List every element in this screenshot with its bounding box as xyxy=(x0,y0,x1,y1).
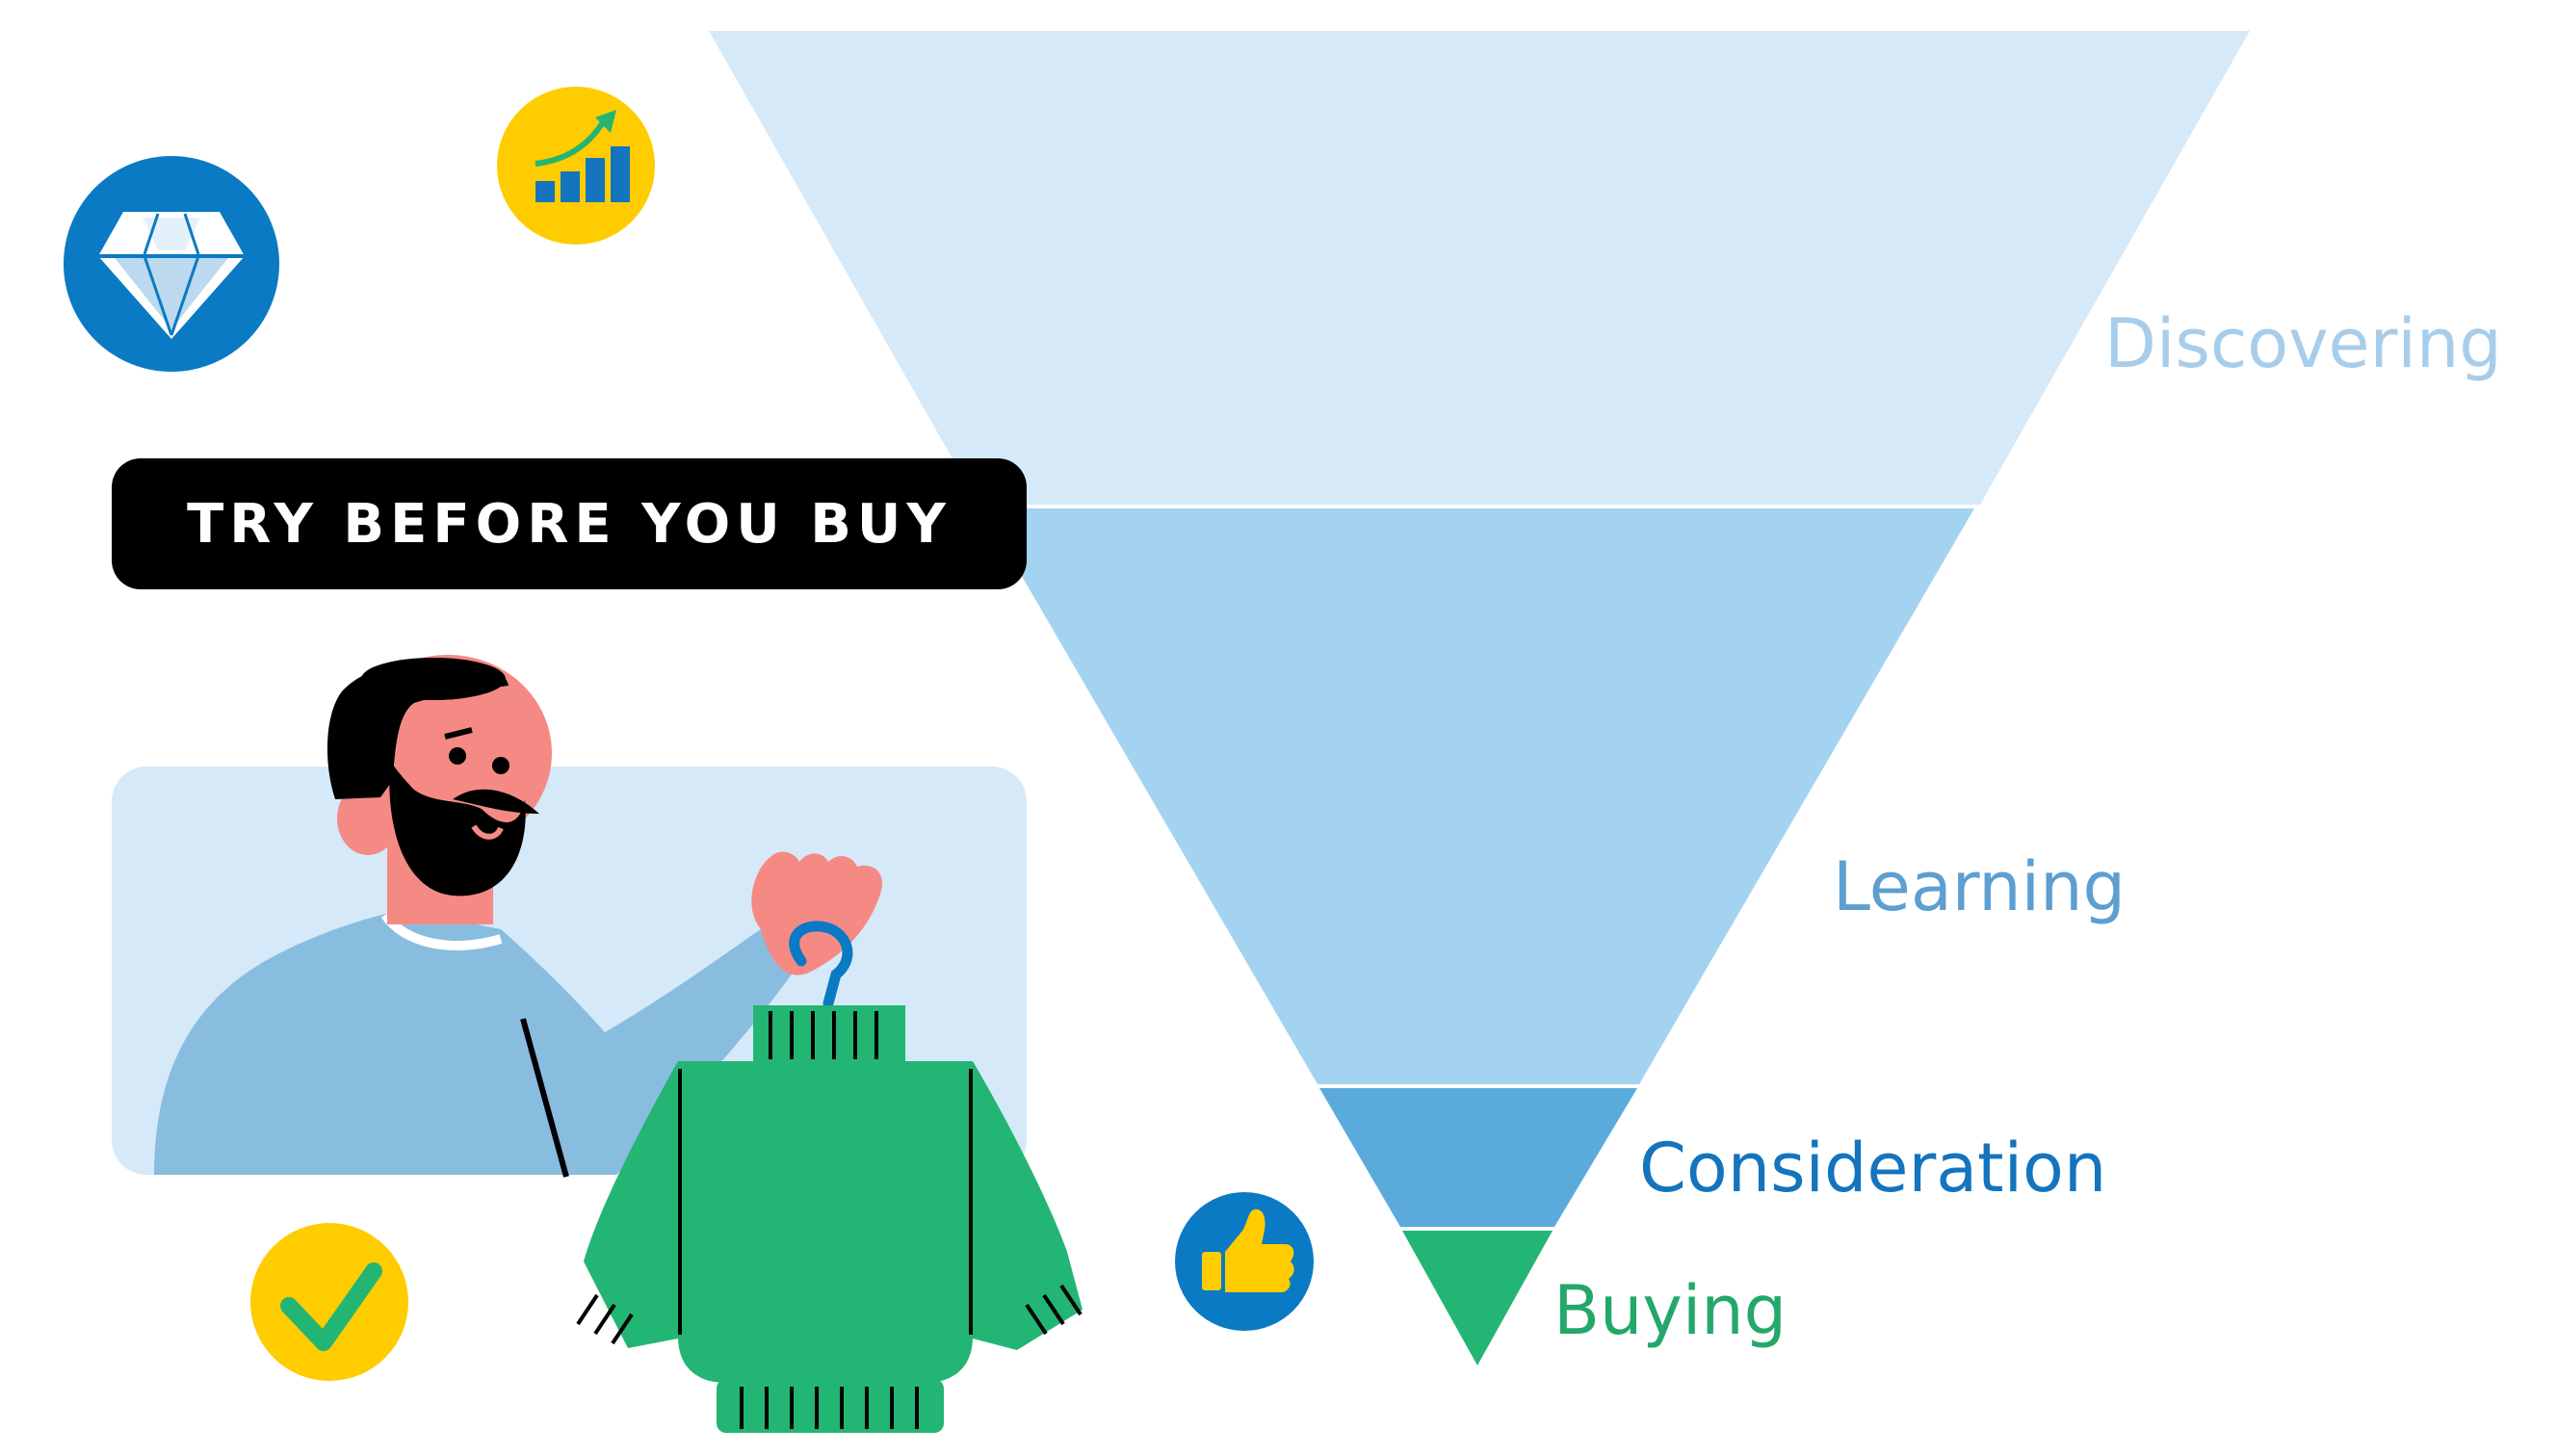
sweater-waistband xyxy=(717,1379,944,1433)
funnel-stage-buying xyxy=(1402,1231,1553,1365)
hanger-hook xyxy=(789,921,853,1009)
man-figure xyxy=(154,655,882,1178)
try-before-you-buy-banner: TRY BEFORE YOU BUY xyxy=(112,458,1027,589)
funnel-stage-discovering xyxy=(709,31,2250,505)
man-eye xyxy=(449,747,466,765)
man-shirt xyxy=(154,910,799,1175)
growth-chart-icon xyxy=(535,110,630,202)
sweater-ribbing xyxy=(576,1011,1083,1429)
sweater-body xyxy=(678,1061,973,1383)
sweater-on-hanger xyxy=(576,921,1083,1433)
sweater-collar xyxy=(753,1005,905,1063)
funnel-stage-learning xyxy=(982,508,1974,1084)
stage-label-learning: Learning xyxy=(1833,847,2126,926)
sweater-sleeve-right xyxy=(973,1061,1083,1350)
funnel-stage-consideration xyxy=(1319,1088,1637,1227)
check-badge xyxy=(250,1223,408,1381)
man-mouth xyxy=(471,824,504,840)
checkmark-icon xyxy=(280,1262,382,1351)
funnel xyxy=(709,31,2250,1365)
man-beard xyxy=(389,761,526,897)
man-hair xyxy=(326,661,509,799)
thumbs-up-icon xyxy=(1202,1209,1294,1292)
shirt-fold xyxy=(520,1018,569,1178)
man-mustache xyxy=(453,789,539,814)
stage-label-buying: Buying xyxy=(1553,1271,1788,1350)
man-hand xyxy=(751,851,882,975)
man-ear xyxy=(337,782,399,855)
man-hair-top xyxy=(361,658,506,700)
man-brow xyxy=(444,727,473,740)
sweater-sleeve-left xyxy=(584,1061,678,1348)
diamond-icon xyxy=(98,212,245,339)
stage-label-discovering: Discovering xyxy=(2104,304,2502,383)
diamond-badge xyxy=(64,156,279,372)
thumbs-badge xyxy=(1175,1192,1314,1331)
growth-badge xyxy=(497,87,655,245)
stage-label-consideration: Consideration xyxy=(1639,1129,2107,1208)
man-eye xyxy=(492,757,509,774)
